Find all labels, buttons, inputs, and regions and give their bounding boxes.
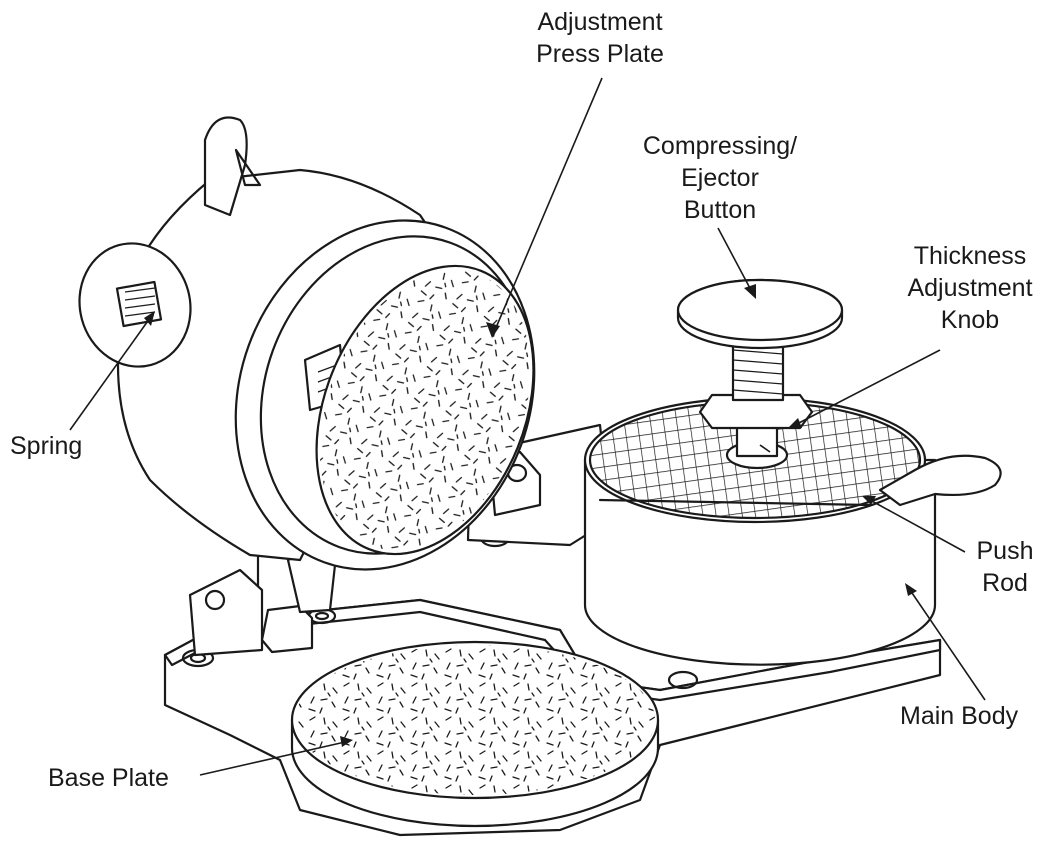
adjustment-press-plate bbox=[234, 219, 536, 571]
leader-lines bbox=[69, 77, 986, 776]
base-plate bbox=[290, 640, 660, 828]
label-base-plate: Base Plate bbox=[48, 764, 169, 792]
label-main-body: Main Body bbox=[900, 702, 1019, 730]
label-spring: Spring bbox=[10, 432, 83, 460]
label-compressing-ejector-button: Compressing/ Ejector Button bbox=[642, 132, 798, 224]
label-thickness-adjustment-knob: Thickness Adjustment Knob bbox=[907, 242, 1033, 334]
ejector-assembly bbox=[676, 278, 844, 470]
push-rod bbox=[878, 454, 1002, 507]
label-push-rod: Push Rod bbox=[976, 537, 1034, 597]
label-adjustment-press-plate: Adjustment Press Plate bbox=[536, 8, 664, 68]
